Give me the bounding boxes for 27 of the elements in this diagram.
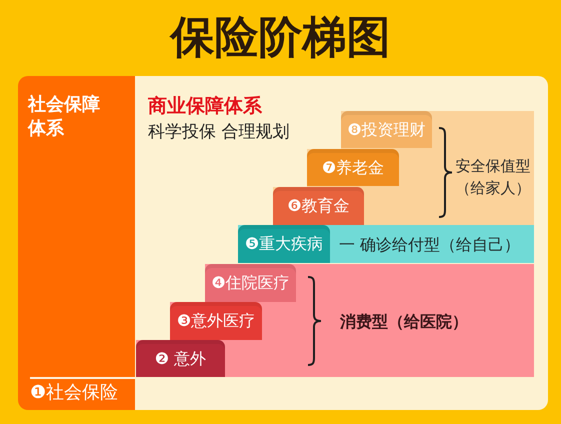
social-security-column bbox=[18, 76, 135, 410]
band-label: 一 确诊给付型（给自己） bbox=[339, 234, 520, 256]
step-label: ❸意外医疗 bbox=[176, 311, 256, 331]
panel-heading: 商业保障体系 bbox=[148, 94, 262, 118]
step-block bbox=[273, 187, 364, 225]
commercial-insurance-panel bbox=[135, 76, 548, 410]
column-heading: 社会保障体系 bbox=[28, 93, 101, 141]
step-block bbox=[205, 264, 296, 302]
step-label: ❹住院医疗 bbox=[211, 273, 290, 293]
step-block bbox=[341, 111, 432, 148]
step-label: ❺重大疾病 bbox=[244, 234, 324, 254]
step-label: ❽投资理财 bbox=[347, 120, 426, 140]
step-block bbox=[238, 225, 330, 263]
panel-subtitle: 科学投保 合理规划 bbox=[148, 121, 290, 144]
step-block bbox=[170, 302, 262, 340]
band-label: 消费型（给医院） bbox=[340, 311, 468, 333]
step-label: ❷ 意外 bbox=[154, 348, 206, 368]
tier-label: ❶社会保险 bbox=[30, 382, 118, 404]
tier-band bbox=[136, 264, 534, 377]
step-block bbox=[136, 340, 225, 377]
diagram-title: 保险阶梯图 bbox=[170, 12, 390, 64]
step-label: ❻教育金 bbox=[287, 196, 350, 216]
band-label: 安全保值型（给家人） bbox=[454, 156, 532, 199]
tier-band bbox=[273, 111, 534, 225]
step-block bbox=[307, 149, 399, 186]
step-label: ❼养老金 bbox=[322, 158, 384, 178]
tier-band bbox=[238, 225, 534, 263]
